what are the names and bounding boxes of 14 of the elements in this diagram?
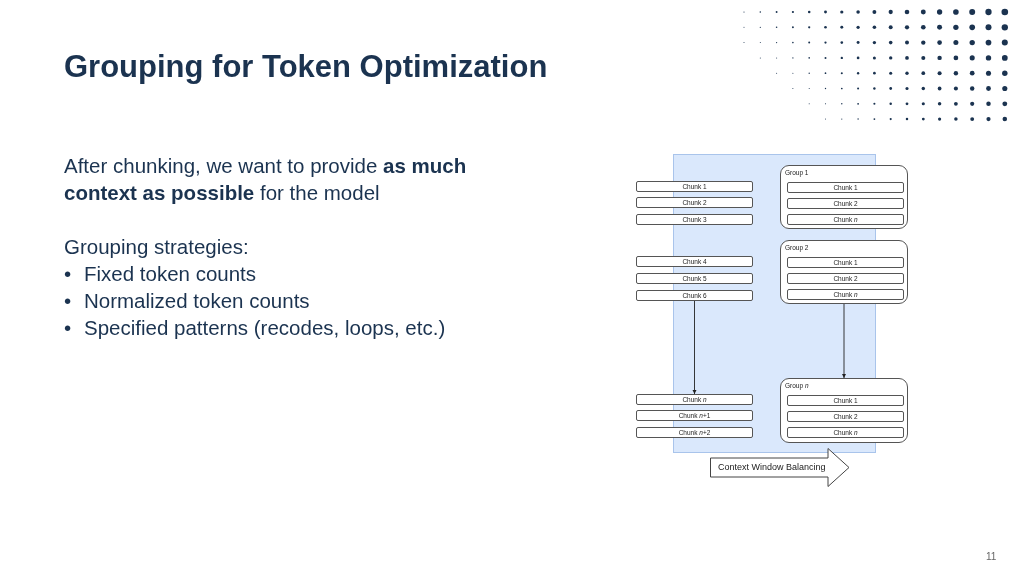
bullet-item: Normalized token counts: [84, 288, 310, 314]
bullet-marker: •: [64, 261, 73, 287]
bullet-marker: •: [64, 315, 73, 341]
arrow-label: Context Window Balancing: [718, 462, 826, 473]
bullet-marker: •: [64, 288, 73, 314]
bullet-item: Specified patterns (recodes, loops, etc.): [84, 315, 446, 341]
list-heading: Grouping strategies:: [64, 234, 249, 260]
group-container: [780, 240, 908, 304]
bullet-item: Fixed token counts: [84, 261, 257, 287]
page-number: 11: [986, 550, 997, 564]
slide-title: Grouping for Token Optimization: [64, 48, 548, 86]
group-container: [780, 165, 908, 229]
intro-paragraph: After chunking, we want to provide as much context as possible for the model: [64, 153, 468, 206]
group-container: [780, 378, 908, 443]
